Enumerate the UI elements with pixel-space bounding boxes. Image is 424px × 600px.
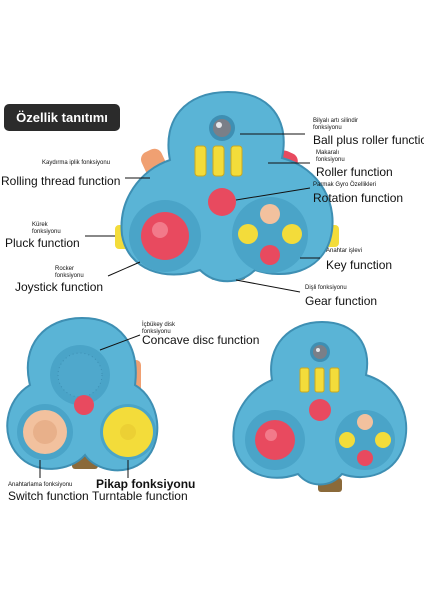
key-left (238, 224, 258, 244)
turntable-label-en: Turntable function (92, 489, 188, 503)
roller-label-en: Roller function (316, 165, 393, 179)
metal-ball (213, 119, 231, 137)
rotation-label-tr: Parmak Gyro Özellikleri (313, 182, 377, 188)
rolling-thread-label-tr: Kaydırma iplik fonksiyonu (42, 160, 111, 166)
gear-label-en: Gear function (305, 294, 378, 308)
ball-roller-label-tr: Bilyalı artı silindir fonksiyonu (313, 118, 359, 131)
main-toy (115, 90, 339, 283)
turntable-label-tr: Pikap fonksiyonu (96, 477, 196, 491)
pluck-label-en: Pluck function (5, 236, 80, 250)
leader-lines-back (39, 334, 141, 478)
joystick-label-en: Joystick function (15, 280, 104, 294)
concave-label-tr: İçbükey disk fonksiyonu (142, 322, 176, 335)
back-red-button (74, 395, 94, 415)
rotation-label-en: Rotation function (313, 191, 404, 205)
key-top (260, 204, 280, 224)
feature-intro-badge: Özellik tanıtımı (4, 104, 120, 131)
switch-label-en: Switch function (8, 489, 89, 503)
roller-2 (212, 145, 225, 177)
roller-label-tr: Makaralı fonksiyonu (316, 150, 345, 163)
key-label-en: Key function (326, 258, 393, 272)
leader-lines-main (85, 133, 320, 293)
rolling-thread-label-en: Rolling thread function (1, 174, 121, 188)
roller-1 (194, 145, 207, 177)
gear-label-tr: Dişli fonksiyonu (305, 285, 347, 291)
front-toy-small (232, 320, 408, 492)
back-toy (6, 316, 159, 472)
switch-label-tr: Anahtarlama fonksiyonu (8, 482, 73, 488)
roller-3 (230, 145, 243, 177)
key-right (282, 224, 302, 244)
rotation-center-button (208, 188, 236, 216)
ball-roller-label-en: Ball plus roller function (313, 133, 424, 147)
joystick-label-tr: Rocker fonksiyonu (55, 266, 84, 279)
key-pad (232, 197, 308, 273)
concave-label-en: Concave disc function (142, 333, 260, 347)
key-bottom (260, 245, 280, 265)
pluck-label-tr: Kürek fonksiyonu (32, 222, 61, 235)
key-label-tr: Anahtar işlevi (326, 248, 363, 254)
